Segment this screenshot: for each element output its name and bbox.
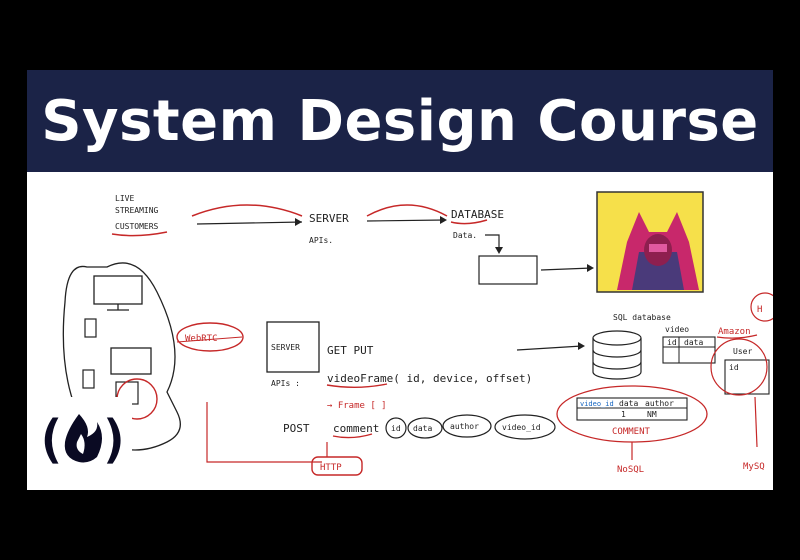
database-label: DATABASE xyxy=(451,208,504,221)
get-put-label: GET PUT xyxy=(327,344,374,357)
diagram-canvas: LIVE STREAMING CUSTOMERS SERVER APIs. DA… xyxy=(27,191,773,477)
webrtc-label: WebRTC xyxy=(185,334,218,344)
nested-col-author: author xyxy=(645,399,674,408)
arrow-head xyxy=(295,218,302,226)
sql-database-label: SQL database xyxy=(613,313,671,322)
red-arc-arrow-top xyxy=(191,204,303,217)
field-author: author xyxy=(450,422,479,431)
field-videoid: video_id xyxy=(502,423,541,432)
svg-text:(: ( xyxy=(35,410,66,470)
database-cylinder-icon xyxy=(592,330,642,380)
red-arc-arrow-db xyxy=(366,204,448,217)
nested-table xyxy=(576,397,688,421)
video-table xyxy=(662,336,716,364)
nested-val-1: 1 xyxy=(621,410,626,419)
apis-top-label: APIs. xyxy=(309,236,333,245)
field-bubble-data xyxy=(407,417,443,439)
arrow-server-db xyxy=(366,219,446,222)
fcc-logo-icon: ( ) xyxy=(27,397,132,477)
video-table-label: video xyxy=(665,325,689,334)
phone-icon xyxy=(82,318,97,389)
data-arrow xyxy=(485,234,500,252)
mysql-arrow xyxy=(754,396,758,448)
http-label: HTTP xyxy=(320,463,342,473)
customers-label-3: CUSTOMERS xyxy=(115,222,159,231)
arrow-to-sql xyxy=(516,345,583,351)
field-id: id xyxy=(391,424,401,433)
arrow-box-image xyxy=(540,267,593,271)
frame-return: → Frame [ ] xyxy=(327,401,387,411)
customers-underline xyxy=(111,231,168,237)
server-top-label: SERVER xyxy=(309,212,349,225)
comment-underline xyxy=(332,433,373,439)
post-label: POST xyxy=(283,422,310,435)
user-col-id: id xyxy=(729,363,739,372)
nested-col-data: data xyxy=(619,399,638,408)
http-box xyxy=(311,456,363,476)
arrow-head-image xyxy=(587,264,594,272)
title-banner: System Design Course xyxy=(27,70,773,172)
arrow-head-sql xyxy=(578,342,585,350)
nested-col-videoid: video_id xyxy=(580,400,614,408)
customers-label-2: STREAMING xyxy=(115,206,159,215)
field-bubble-videoid xyxy=(494,414,556,440)
webrtc-link xyxy=(176,336,243,343)
customers-label-1: LIVE xyxy=(115,194,134,203)
field-bubble-id xyxy=(385,417,407,439)
devices-cloud xyxy=(62,262,181,451)
comment-label: comment xyxy=(333,422,379,435)
amazon-underline xyxy=(716,334,758,339)
database-underline xyxy=(450,219,488,225)
character-image xyxy=(596,191,704,293)
nosql-label: NoSQL xyxy=(617,465,644,475)
empty-box xyxy=(478,255,538,285)
field-bubble-author xyxy=(442,414,492,438)
video-frame-underline xyxy=(326,383,388,388)
user-circle xyxy=(710,338,768,396)
mysql-label: MySQ xyxy=(743,462,765,472)
user-table-label: User xyxy=(733,347,752,356)
svg-text:): ) xyxy=(99,410,130,470)
nested-val-2: NM xyxy=(647,410,657,419)
field-data: data xyxy=(413,424,432,433)
video-col-id: id xyxy=(667,338,677,347)
apis-label: APIs : xyxy=(271,379,300,388)
video-col-data: data xyxy=(684,338,703,347)
server-box xyxy=(266,321,320,373)
data-arrow-head xyxy=(495,247,503,254)
server-box-label: SERVER xyxy=(271,343,300,352)
arrow-head-db xyxy=(440,216,447,224)
arrow-customers-server xyxy=(196,221,303,225)
hash-circle xyxy=(750,292,773,322)
http-path xyxy=(206,402,322,463)
video-frame-label: videoFrame( id, device, offset) xyxy=(327,372,532,385)
webrtc-circle xyxy=(176,322,244,352)
monitor-icon xyxy=(93,275,143,311)
data-label: Data. xyxy=(453,231,477,240)
hash-label: H xyxy=(757,305,762,315)
course-title: System Design Course xyxy=(41,88,759,154)
amazon-label: Amazon xyxy=(718,327,751,337)
comment-table-label: COMMENT xyxy=(612,427,651,437)
whiteboard-diagram: LIVE STREAMING CUSTOMERS SERVER APIs. DA… xyxy=(27,172,773,490)
